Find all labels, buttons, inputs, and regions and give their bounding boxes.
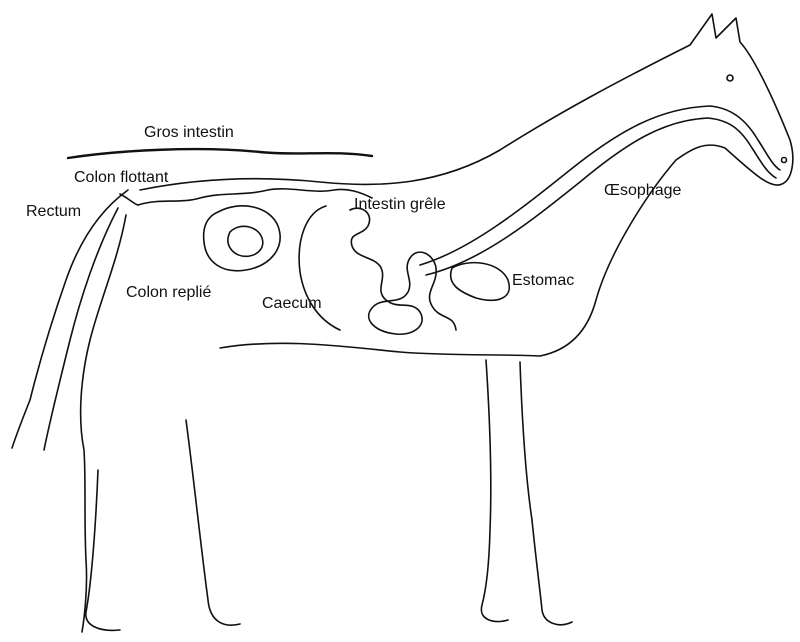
folded-colon (204, 206, 280, 271)
hind-leg-left (86, 470, 120, 630)
label-rectum: Rectum (26, 204, 81, 220)
nostril (782, 158, 787, 163)
front-leg-right (520, 362, 572, 625)
front-leg-left (481, 360, 508, 621)
label-colon-flottant: Colon flottant (74, 170, 168, 186)
gros-intestin-bracket (68, 149, 372, 158)
label-oesophage: Œsophage (604, 183, 681, 199)
hind-leg-right (186, 420, 240, 625)
tail (12, 190, 128, 450)
horse-body-outline (81, 14, 793, 632)
label-caecum: Caecum (262, 296, 322, 312)
oesophagus-tube (420, 106, 780, 265)
label-estomac: Estomac (512, 273, 574, 289)
floating-colon (138, 189, 372, 205)
label-intestin-grele: Intestin grêle (354, 197, 446, 213)
oesophagus-tube-inner (426, 118, 776, 275)
stomach (451, 263, 510, 301)
belly-line (220, 343, 540, 356)
label-gros-intestin: Gros intestin (144, 125, 234, 141)
label-colon-replie: Colon replié (126, 285, 211, 301)
eye (727, 75, 733, 81)
rectum-path (120, 194, 138, 205)
